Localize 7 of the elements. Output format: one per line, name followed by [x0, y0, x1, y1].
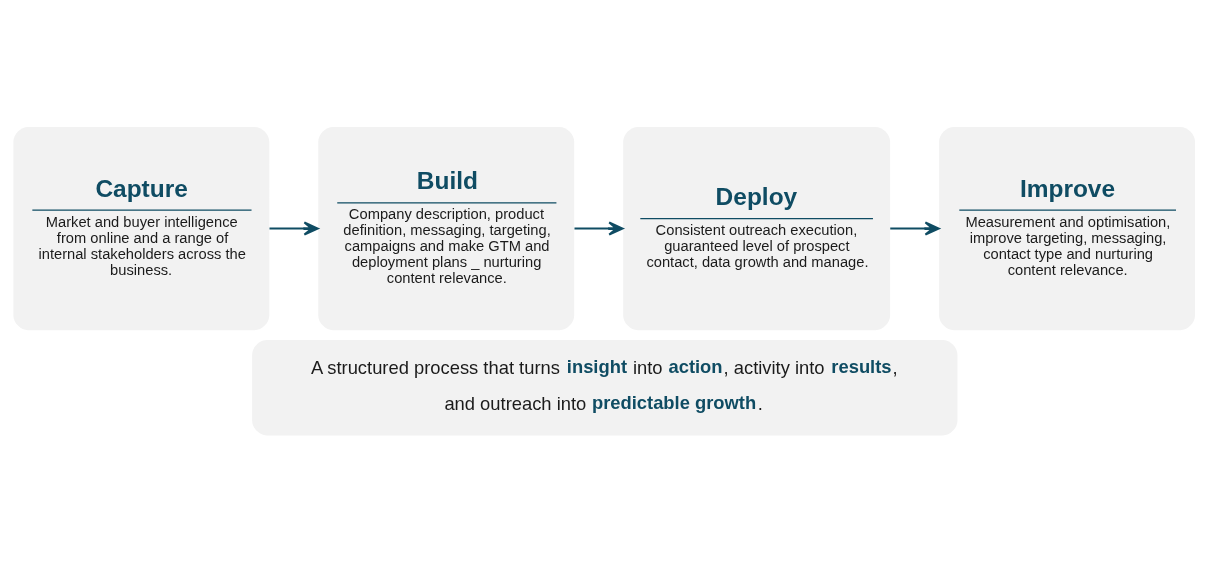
- arrow: [268, 221, 319, 236]
- arrow: [889, 221, 940, 236]
- node-box: Build Company description, product definition, messaging, targeting, campaigns and make GTM and deployment plans _ nurturing content relevance.: [318, 126, 575, 331]
- node-box: Improve Measurement and optimisation, improve targeting, messaging, contact type and nurturing content relevance.: [939, 126, 1195, 331]
- arrow: [573, 221, 624, 236]
- node-box: Capture Market and buyer intelligence from online and a range of internal stakeholders across the business.: [13, 126, 270, 331]
- node-box: Deploy Consistent outreach execution, guaranteed level of prospect contact, data growth and manage.: [623, 126, 891, 331]
